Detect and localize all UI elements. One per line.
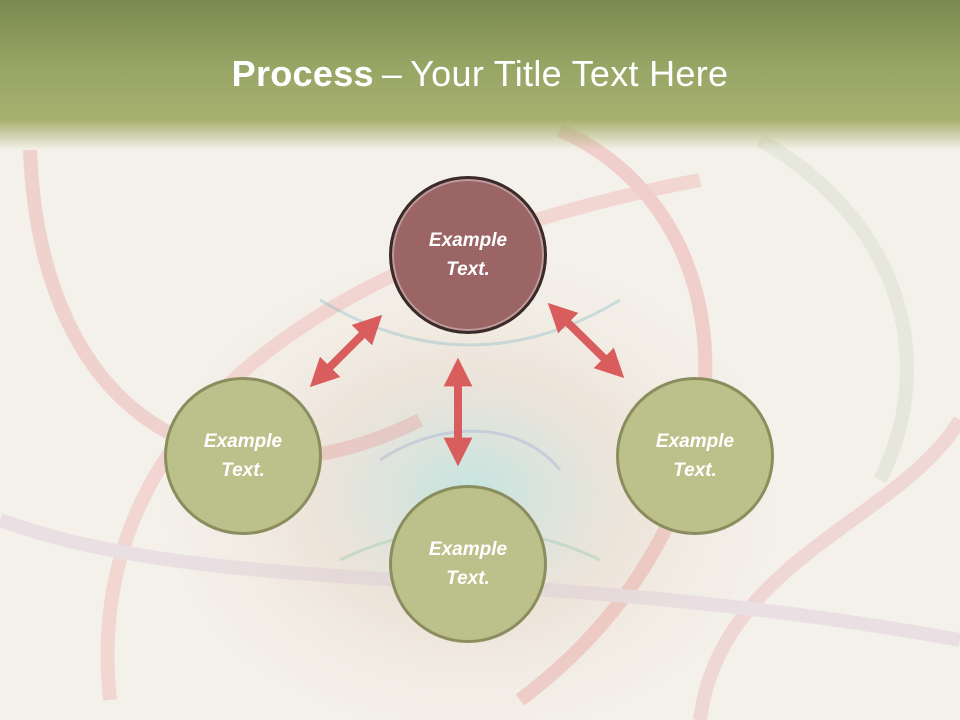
title-dash: – — [381, 53, 403, 94]
node-right: Example Text. — [616, 377, 774, 535]
node-left: Example Text. — [164, 377, 322, 535]
title-bold: Process — [231, 53, 374, 94]
title-bar — [0, 0, 960, 150]
title-rest: Your Title Text Here — [410, 53, 729, 94]
node-bottom-label: Example Text. — [428, 539, 508, 589]
node-left-label: Example Text. — [203, 431, 283, 481]
node-right-label: Example Text. — [655, 431, 735, 481]
node-top: Example Text. — [389, 176, 547, 334]
node-bottom: Example Text. — [389, 485, 547, 643]
slide-title: Process–Your Title Text Here — [0, 52, 960, 96]
node-top-label: Example Text. — [428, 230, 508, 280]
